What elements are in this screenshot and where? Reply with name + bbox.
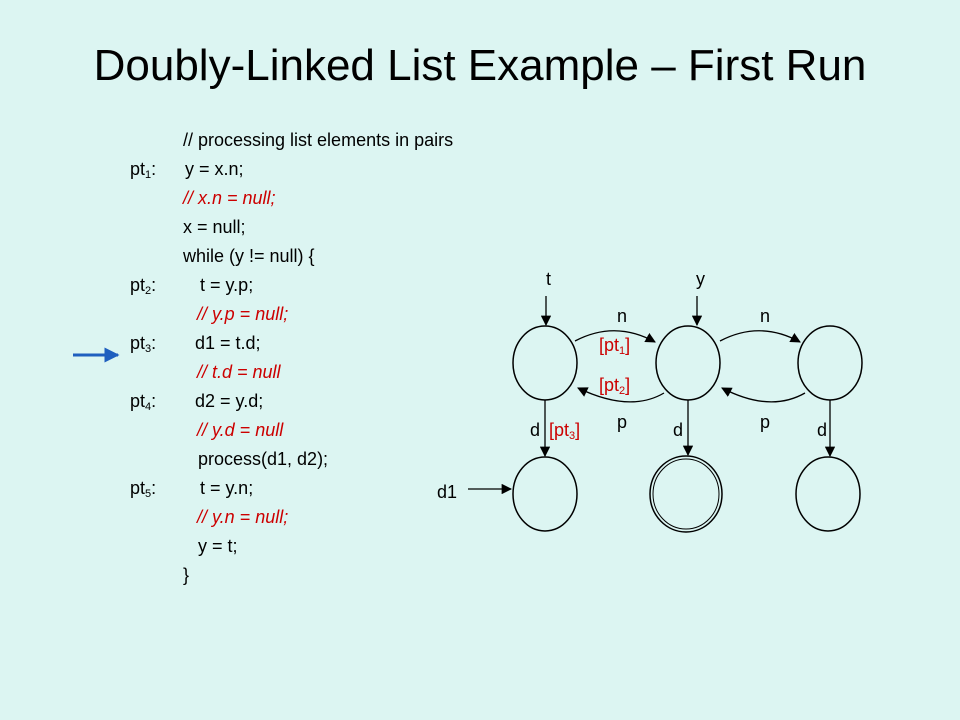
edge-p-3-2 (721, 387, 806, 403)
code-line-d2: d2 = y.d; (195, 391, 264, 411)
data-node-1 (512, 456, 578, 532)
code-comment-header: // processing list elements in pairs (183, 130, 454, 150)
data-node-2 (649, 455, 723, 533)
code-line-while: while (y != null) { (183, 246, 315, 266)
edge-d3-label: d (817, 420, 828, 440)
data-node-2-inner (652, 458, 720, 530)
var-y-label: y (696, 269, 705, 289)
code-line-d1: d1 = t.d; (195, 333, 261, 353)
edge-n-1-2 (574, 330, 656, 343)
annotation-pt1: [pt1] (599, 335, 631, 357)
edge-d1-label: d (530, 420, 541, 440)
data-node-3 (795, 456, 861, 532)
code-comment-yd: // y.d = null (197, 420, 284, 440)
code-comment-yn: // y.n = null; (197, 507, 289, 527)
pt1-label: pt1: (130, 159, 157, 181)
pt5-label: pt5: (130, 478, 157, 500)
var-d1-label: d1 (437, 482, 458, 502)
code-line-y-eq-t: y = t; (198, 536, 238, 556)
code-line-t-eq-yp: t = y.p; (200, 275, 254, 295)
list-node-1 (512, 325, 578, 401)
annotation-pt3: [pt3] (549, 420, 581, 442)
edge-n2-label: n (760, 306, 771, 326)
code-line-close: } (183, 565, 190, 585)
code-comment-td: // t.d = null (197, 362, 281, 382)
list-node-3 (797, 325, 863, 401)
code-comment-yp: // y.p = null; (197, 304, 289, 324)
edge-p-2-1 (577, 387, 665, 403)
pt3-label: pt3: (130, 333, 157, 355)
var-t-label: t (546, 269, 552, 289)
code-line-process: process(d1, d2); (198, 449, 329, 469)
pt4-label: pt4: (130, 391, 157, 413)
code-line-t-eq-yn: t = y.n; (200, 478, 254, 498)
code-line-y-eq-xn: y = x.n; (185, 159, 244, 179)
edge-n1-label: n (617, 306, 628, 326)
edge-d2-label: d (673, 420, 684, 440)
annotation-pt2: [pt2] (599, 375, 631, 397)
list-node-2 (655, 325, 721, 401)
code-line-x-null: x = null; (183, 217, 246, 237)
code-comment-xn: // x.n = null; (183, 188, 276, 208)
pt2-label: pt2: (130, 275, 157, 297)
edge-p2-label: p (760, 412, 771, 432)
slide-title: Doubly-Linked List Example – First Run (93, 41, 867, 90)
edge-n-2-3 (719, 330, 801, 343)
edge-p1-label: p (617, 412, 628, 432)
